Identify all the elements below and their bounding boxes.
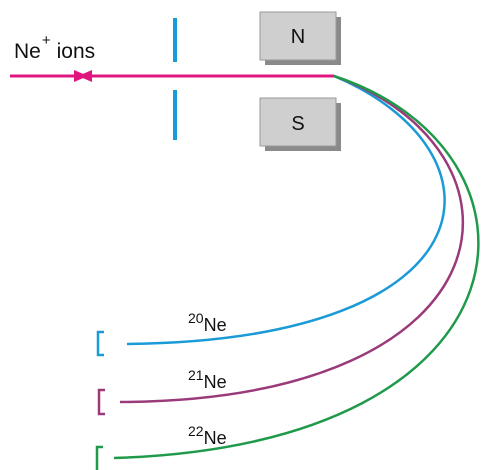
detector-21 [97, 388, 105, 416]
isotope-mass-21: 21 [188, 367, 204, 383]
isotope-path-22 [113, 74, 480, 460]
beam-word: ions [57, 40, 96, 63]
isotope-symbol-22: Ne [204, 428, 227, 448]
beam-arrowhead-icon [74, 70, 88, 82]
detector-20 [96, 330, 104, 357]
isotope-symbol-20: Ne [204, 315, 227, 335]
isotope-label-22: 22Ne [188, 423, 227, 448]
beam-symbol: Ne [14, 40, 41, 63]
magnet-south-label: S [291, 113, 304, 135]
isotope-mass-20: 20 [188, 310, 204, 326]
isotope-label-21: 21Ne [188, 367, 227, 392]
beam-charge: + [42, 32, 51, 49]
isotope-path-21 [119, 74, 465, 404]
isotope-mass-22: 22 [188, 423, 204, 439]
beam-label: Ne+ ions [14, 32, 95, 63]
detector-22 [95, 445, 103, 470]
isotope-path-20 [126, 74, 446, 346]
magnet-north: N [259, 11, 341, 65]
magnet-south: S [259, 97, 341, 151]
isotope-symbol-21: Ne [204, 372, 227, 392]
isotope-label-20: 20Ne [188, 310, 227, 335]
magnet-north-label: N [291, 26, 305, 48]
